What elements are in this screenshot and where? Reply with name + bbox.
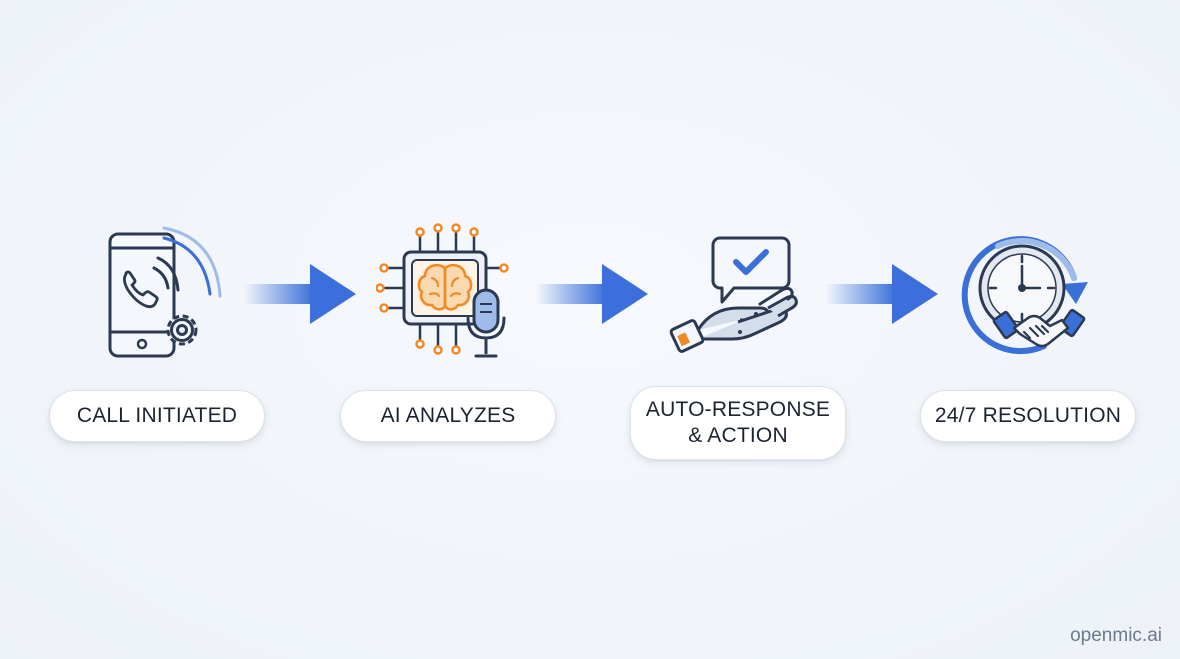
flow-arrow — [244, 264, 356, 324]
step-label-24-7-resolution: 24/7 RESOLUTION — [920, 390, 1136, 442]
step-label-ai-analyzes: AI ANALYZES — [340, 390, 556, 442]
robot-hand-checkmark-icon — [669, 236, 798, 353]
flow-arrow — [826, 264, 938, 324]
step-label-call-initiated: CALL INITIATED — [49, 390, 265, 442]
watermark-text: openmic.ai — [1070, 625, 1162, 646]
phone-call-gear-icon — [108, 226, 222, 358]
flow-arrow — [536, 264, 648, 324]
ai-brain-chip-microphone-icon — [376, 223, 509, 358]
step-label-auto-response-action: AUTO-RESPONSE & ACTION — [630, 386, 846, 460]
clock-handshake-icon — [961, 236, 1088, 355]
